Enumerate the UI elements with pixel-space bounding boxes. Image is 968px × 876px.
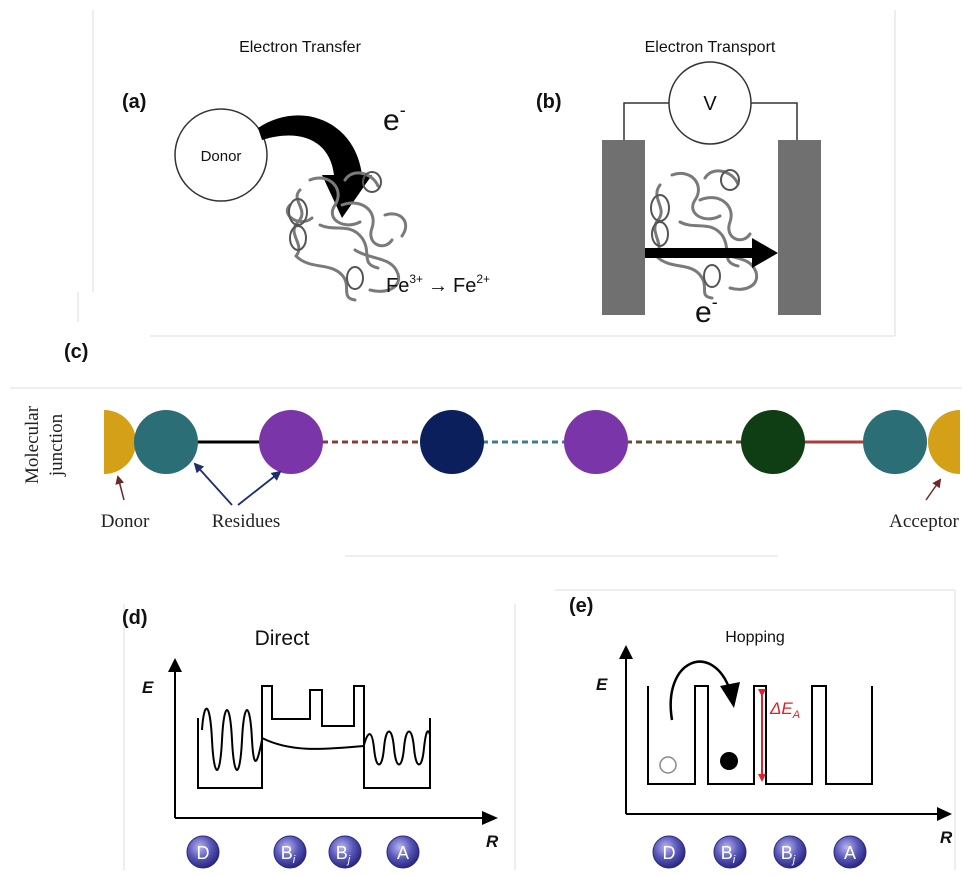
panel-d-title: Direct [255,627,310,650]
e-site-bj-label: Bj [781,843,796,866]
residue-node-5 [741,410,805,474]
panel-d: (d) Direct E R D Bi Bj A [122,607,499,869]
panel-b-title: Electron Transport [645,39,776,56]
e-site-a-label: A [844,843,856,863]
d-site-bj [328,835,362,869]
protein-helices-a [288,171,382,290]
d-wavefunction-donor [201,707,263,771]
d-site-a [386,835,420,869]
panel-b-electron: e- [695,292,718,329]
e-site-bi [713,835,747,869]
e-site-bi-label: Bi [721,843,736,866]
d-site-d-label: D [197,843,210,863]
panel-b-label: (b) [536,91,562,113]
e-y-axis-label: E [596,675,608,694]
panel-e: (e) Hopping E R ΔEA D Bi Bj A [569,595,953,869]
d-site-d [186,835,220,869]
occupied-state [720,752,738,770]
reaction-equation: Fe3+→Fe2+ [386,272,490,297]
hop-arrow [669,660,732,721]
donor-label: Donor [201,148,242,165]
residue-node-2 [259,410,323,474]
panel-e-title: Hopping [725,629,785,646]
e-sites: D Bi Bj A [652,835,867,869]
panel-a-label: (a) [122,91,146,113]
e-x-axis-arrow [937,807,952,821]
e-site-bj [773,835,807,869]
panel-c: (c) Molecular junction Donor Residues Ac… [22,341,960,532]
residue-node-3 [420,410,484,474]
panel-e-label: (e) [569,595,593,617]
transfer-arrow [258,115,372,218]
donor-text: Donor [101,511,150,532]
d-energy-landscape [197,685,431,789]
protein-helices-b [650,169,740,288]
d-sites: D Bi Bj A [186,835,420,869]
panel-c-label: (c) [64,341,88,363]
d-x-axis-label: R [486,832,499,851]
side-label-molecular: Molecular [22,405,43,484]
donor-circle [174,108,268,202]
panel-b: (b) Electron Transport V e- [536,39,821,329]
residue-node-4 [564,410,628,474]
e-site-a [833,835,867,869]
residues-text: Residues [212,511,281,532]
d-site-bi-label: Bi [281,843,296,866]
hop-arrow-head [720,682,740,708]
right-electrode [778,140,821,315]
d-site-a-label: A [397,843,409,863]
e-y-axis-arrow [619,645,633,659]
transport-arrow-head [752,238,778,268]
left-electrode [602,140,645,315]
residues-pointer-2 [237,470,282,506]
frame-lines [10,10,962,870]
acceptor-pointer [925,478,942,501]
d-wavefunction-acceptor [363,730,431,766]
protein-structure-b [653,169,759,300]
d-y-axis-label: E [142,678,154,697]
panel-a-electron: e- [383,100,406,137]
circuit-wire [623,102,669,140]
circuit-wire-right [751,102,798,140]
e-site-d [652,835,686,869]
e-site-d-label: D [663,843,676,863]
voltmeter-label: V [703,93,717,115]
panel-d-label: (d) [122,607,148,629]
residues-pointer-1 [193,462,233,506]
residue-node-1 [134,410,198,474]
d-x-axis-arrow [482,811,498,825]
empty-state [659,756,677,774]
acceptor-electrode [928,410,960,474]
e-x-axis-label: R [940,828,953,847]
donor-pointer [115,475,125,501]
acceptor-text: Acceptor [889,511,959,532]
panel-a-title: Electron Transfer [239,39,362,56]
e-energy-landscape [647,685,873,785]
d-tunneling-curve [261,737,365,750]
side-label-junction: junction [46,413,67,477]
donor-electrode [104,410,136,474]
voltmeter [668,61,752,145]
panel-a: (a) Electron Transfer Donor e- Fe3+→Fe2+ [122,39,490,302]
barrier-label: ΔEA [769,699,800,721]
transport-arrow-shaft [645,248,755,258]
d-site-bj-label: Bj [336,843,351,866]
d-y-axis-arrow [168,658,182,672]
residue-node-6 [863,410,927,474]
d-site-bi [273,835,307,869]
